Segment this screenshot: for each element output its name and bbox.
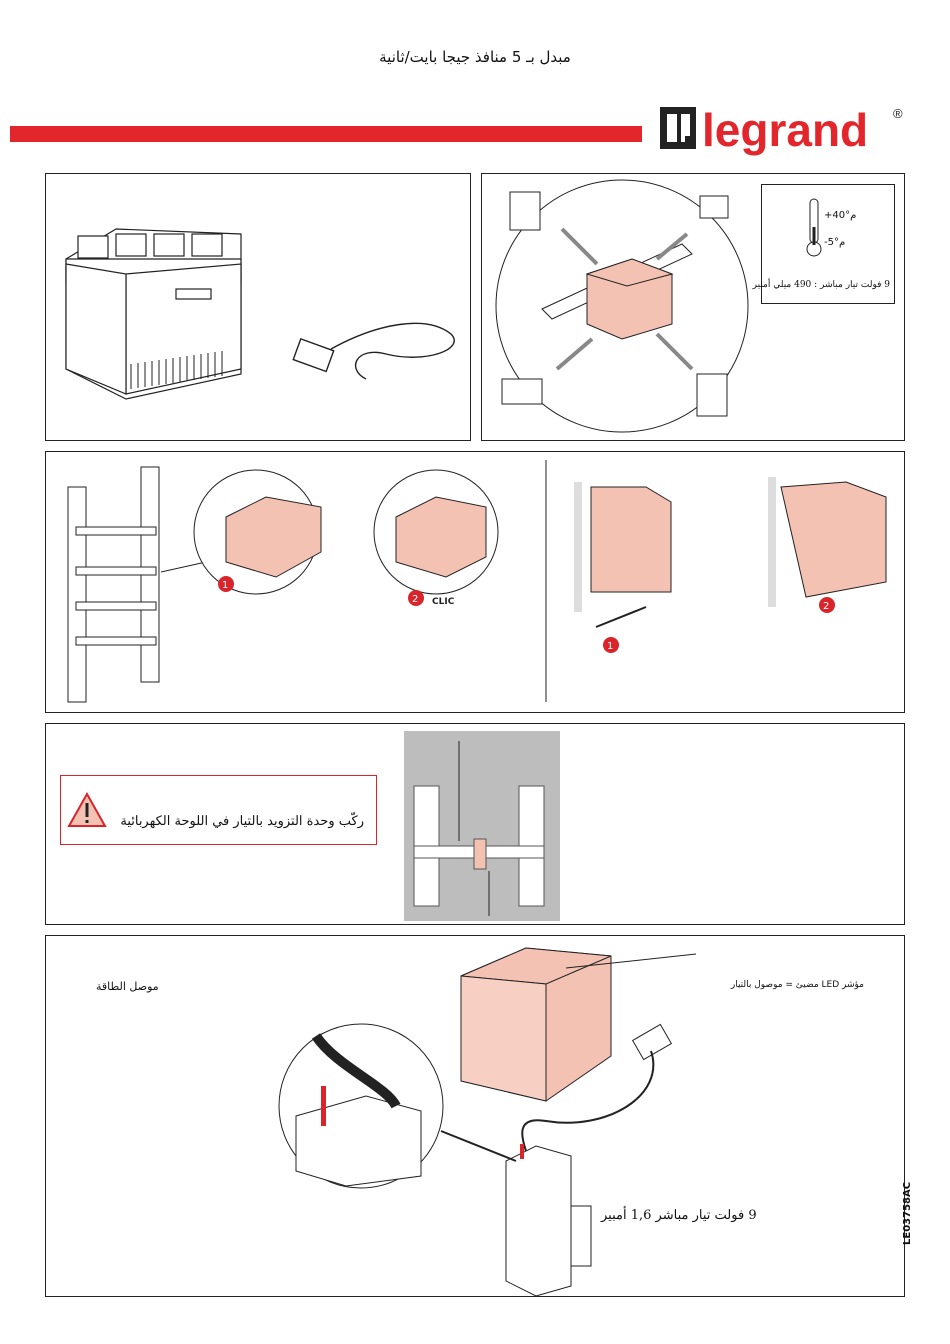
panel-network: +40°م -5°م 9 فولت تيار مباشر : 490 ميلي …	[481, 173, 905, 441]
brand-name: legrand	[702, 104, 868, 156]
page-title: مبدل بـ 5 منافذ جيجا بايت/ثانية	[0, 48, 950, 66]
clearance-diagram	[404, 731, 560, 921]
step1-badge: 1	[222, 580, 228, 591]
warning-text: ركّب وحدة التزويد بالتيار في اللوحة الكه…	[120, 814, 364, 829]
legrand-mark-icon	[660, 107, 696, 149]
document-id: LE03758AC	[902, 1185, 918, 1245]
legrand-logo: legrand ®	[657, 98, 907, 156]
specs-box: +40°م -5°م 9 فولت تيار مباشر : 490 ميلي …	[761, 184, 895, 304]
step2-badge: 2	[412, 594, 418, 605]
warning-box: ركّب وحدة التزويد بالتيار في اللوحة الكه…	[60, 775, 377, 845]
thermometer-icon	[802, 197, 826, 259]
panel-mounting: 1 2 CLIC 1 2	[45, 451, 905, 713]
device-and-cable-illustration	[46, 174, 470, 440]
panel-power: موصل الطاقة مؤشر LED مضيئ = موصول بالتيا…	[45, 935, 905, 1297]
clic-label: CLIC	[432, 597, 455, 607]
removal-step1-badge: 1	[607, 641, 613, 652]
warning-triangle-icon	[67, 792, 107, 828]
led-indicator-label: مؤشر LED مضيئ = موصول بالتيار	[731, 980, 864, 990]
registered-mark: ®	[893, 106, 903, 121]
mounting-illustration: 1 2 CLIC 1 2	[46, 452, 904, 712]
panel-contents	[45, 173, 471, 441]
power-rating: 9 فولت تيار مباشر : 490 ميلي أمبير	[753, 280, 890, 290]
power-connector-label: موصل الطاقة	[96, 980, 159, 993]
removal-step2-badge: 2	[823, 601, 829, 612]
temp-max: +40°م	[824, 210, 856, 221]
brand-red-bar	[10, 126, 642, 142]
psu-rating-label: 9 فولت تيار مباشر 1,6 أمبير	[601, 1208, 757, 1223]
power-illustration	[46, 936, 904, 1296]
temp-min: -5°م	[824, 237, 845, 248]
